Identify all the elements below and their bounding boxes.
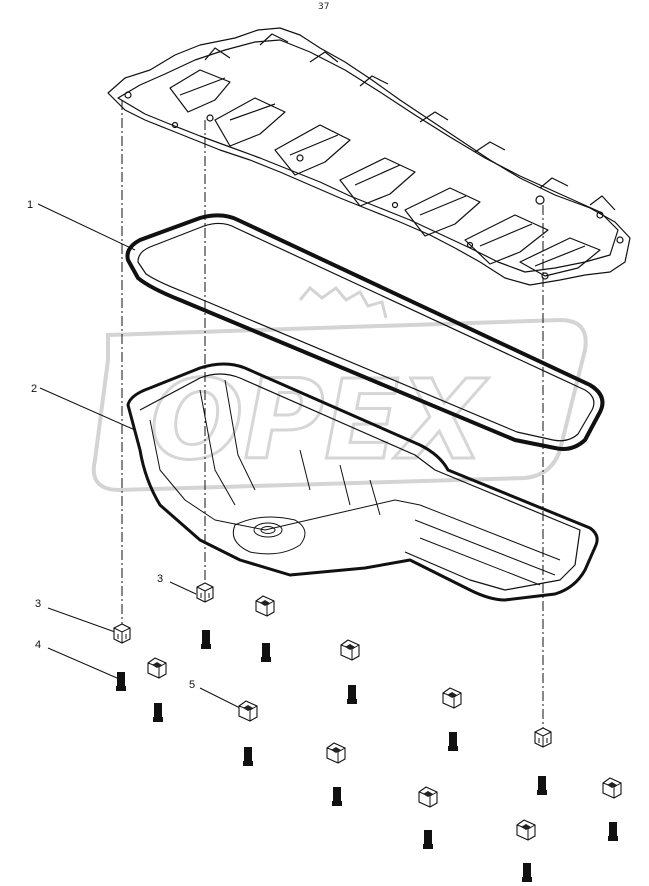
callout-4: 4 [35, 639, 41, 651]
bolt [347, 685, 357, 704]
page-mark: 37 [318, 2, 329, 12]
watermark-logo: OPEX [91, 285, 588, 493]
watermark-text: OPEX [149, 355, 491, 486]
cylinder-block [107, 27, 631, 286]
clip-nut [602, 777, 622, 799]
bolt [261, 643, 271, 662]
callout-2: 2 [31, 383, 37, 395]
callout-labels: 1 2 3 3 4 5 [27, 199, 195, 691]
svg-text:OPEX: OPEX [150, 356, 489, 484]
bolt [522, 863, 532, 882]
clip-nut [516, 819, 536, 841]
bolt [116, 672, 126, 691]
flange-nut [113, 623, 131, 644]
bolt [608, 822, 618, 841]
oil-pan [126, 362, 599, 602]
clip-nut [238, 700, 258, 722]
callout-3-lower: 3 [35, 598, 41, 610]
bolt [153, 703, 163, 722]
clip-nut [255, 595, 275, 617]
oil-pan-gasket [125, 213, 605, 451]
callout-3-upper: 3 [157, 573, 163, 585]
flange-nut [534, 727, 552, 748]
clip-nut [442, 687, 462, 709]
callout-leaders [37, 203, 241, 709]
callout-1: 1 [27, 199, 33, 211]
bolt [243, 747, 253, 766]
clip-nut [326, 742, 346, 764]
bolt [537, 776, 547, 795]
clip-nut [340, 639, 360, 661]
flange-nut [196, 582, 214, 603]
clip-nut [418, 786, 438, 808]
bolt [201, 630, 211, 649]
callout-5: 5 [189, 679, 195, 691]
bolt [332, 787, 342, 806]
assembly-guide-lines [121, 100, 544, 730]
clip-nut [147, 657, 167, 679]
hardware-parts [113, 582, 622, 882]
bolt [423, 830, 433, 849]
bolt [448, 732, 458, 751]
